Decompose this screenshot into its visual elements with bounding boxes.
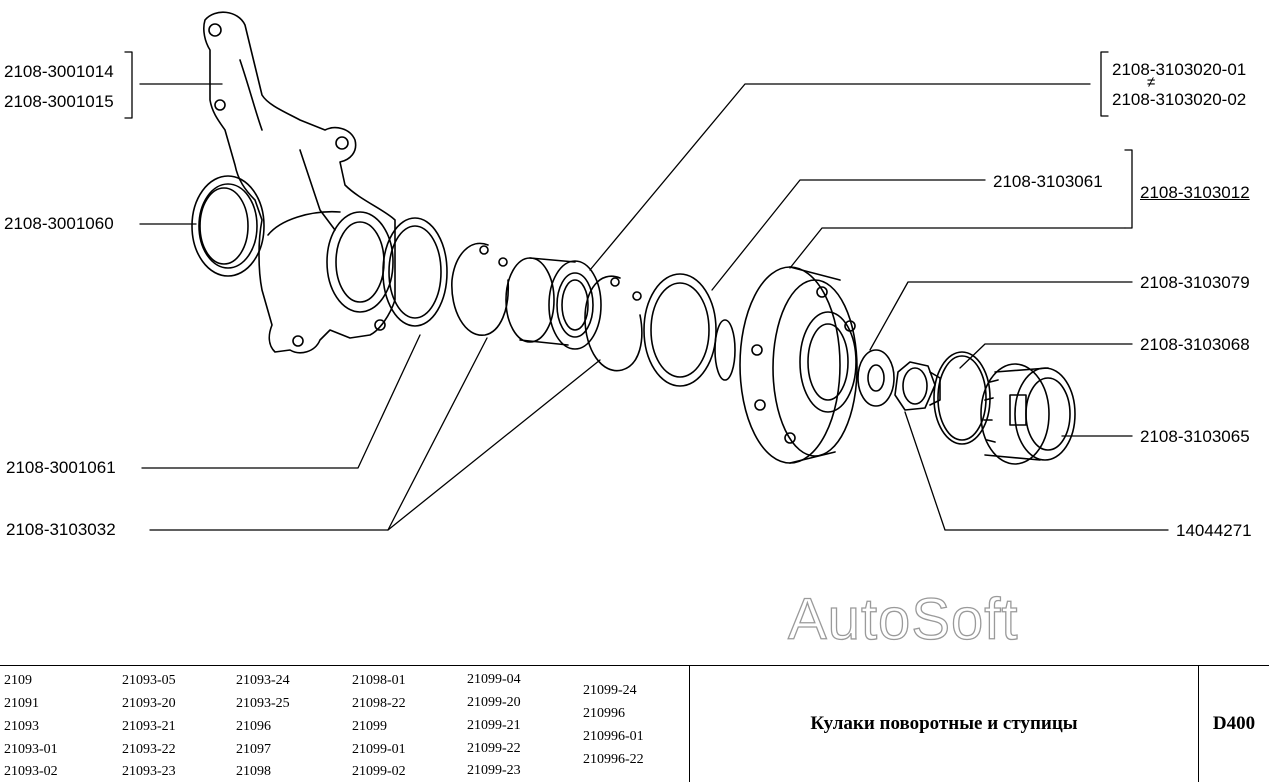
model-code: 21096 (236, 719, 271, 734)
washer (857, 349, 895, 407)
model-code: 210996-22 (583, 752, 644, 767)
callout-nut: 14044271 (1176, 521, 1252, 540)
leader-washer (869, 281, 1133, 351)
model-code: 21099-02 (352, 764, 406, 779)
dust-shield (191, 175, 265, 277)
callout-ring-inner: 2108-3001061 (6, 458, 116, 477)
retaining-ring-2 (584, 275, 643, 372)
callout-bearing-b: 2108-3103020-02 (1112, 90, 1247, 109)
page-title: Кулаки поворотные и ступицы (810, 713, 1078, 734)
callout-oring: 2108-3103068 (1140, 335, 1250, 354)
leader-nut (904, 411, 1169, 531)
leader-ring-inner (141, 334, 421, 469)
model-code: 21093-25 (236, 696, 290, 711)
model-code: 21098-22 (352, 696, 406, 711)
leader-circlip-2 (387, 359, 601, 531)
model-code: 21098 (236, 764, 271, 779)
model-code: 21099 (352, 719, 387, 734)
leader-circlip (149, 337, 488, 531)
model-code: 21093-05 (122, 673, 176, 688)
leader-bearing (589, 83, 1091, 271)
model-code: 21093-02 (4, 764, 58, 779)
model-code: 21093-20 (122, 696, 176, 711)
model-code: 21099-04 (467, 672, 521, 687)
leader-ring-outer (711, 179, 986, 291)
model-code: 21099-24 (583, 683, 637, 698)
divider (1198, 666, 1199, 782)
model-code: 21093-23 (122, 764, 176, 779)
outer-ring (643, 273, 717, 387)
callout-ring-outer: 2108-3103061 (993, 172, 1103, 191)
steering-knuckle (203, 11, 396, 354)
model-code: 21093-01 (4, 742, 58, 757)
wheel-hub (714, 266, 858, 464)
model-code: 21098-01 (352, 673, 406, 688)
bracket-bearing (1100, 51, 1109, 117)
wheel-bearing (505, 257, 602, 350)
footer-table: 2109 21091 21093 21093-01 21093-02 21093… (0, 665, 1269, 782)
callout-knuckle-b: 2108-3001015 (4, 92, 114, 111)
callout-washer: 2108-3103079 (1140, 273, 1250, 292)
leader-oring (959, 343, 1133, 369)
callout-hub: 2108-3103012 (1140, 183, 1250, 202)
leader-hub (789, 227, 1126, 269)
bracket-hub (1124, 149, 1133, 229)
exploded-assembly-diagram (124, 11, 1169, 531)
callout-cap: 2108-3103065 (1140, 427, 1250, 446)
model-code: 21099-20 (467, 695, 521, 710)
model-code: 21099-22 (467, 741, 521, 756)
hub-nut (894, 361, 941, 411)
model-code: 21099-01 (352, 742, 406, 757)
model-code: 2109 (4, 673, 32, 688)
model-code: 21093-24 (236, 673, 290, 688)
model-code: 21091 (4, 696, 39, 711)
callout-bearing-a: 2108-3103020-01 (1112, 60, 1247, 79)
callout-circlip: 2108-3103032 (6, 520, 116, 539)
watermark: AutoSoft (787, 586, 1019, 652)
divider (689, 666, 690, 782)
bracket-knuckle (124, 51, 133, 119)
hub-cap (980, 363, 1076, 465)
model-code: 21093-22 (122, 742, 176, 757)
section-code: D400 (1212, 713, 1256, 734)
model-code: 210996-01 (583, 729, 644, 744)
callout-bearing-neq: ≠ (1147, 74, 1156, 91)
callout-knuckle-a: 2108-3001014 (4, 62, 114, 81)
callout-shield: 2108-3001060 (4, 214, 114, 233)
leader-lines (124, 51, 1169, 531)
model-code: 21093 (4, 719, 39, 734)
model-code: 21099-21 (467, 718, 521, 733)
inner-ring (382, 217, 448, 327)
model-code: 21093-21 (122, 719, 176, 734)
retaining-ring-1 (451, 242, 510, 336)
model-code: 210996 (583, 706, 625, 721)
model-code: 21099-23 (467, 763, 521, 778)
model-code: 21097 (236, 742, 271, 757)
